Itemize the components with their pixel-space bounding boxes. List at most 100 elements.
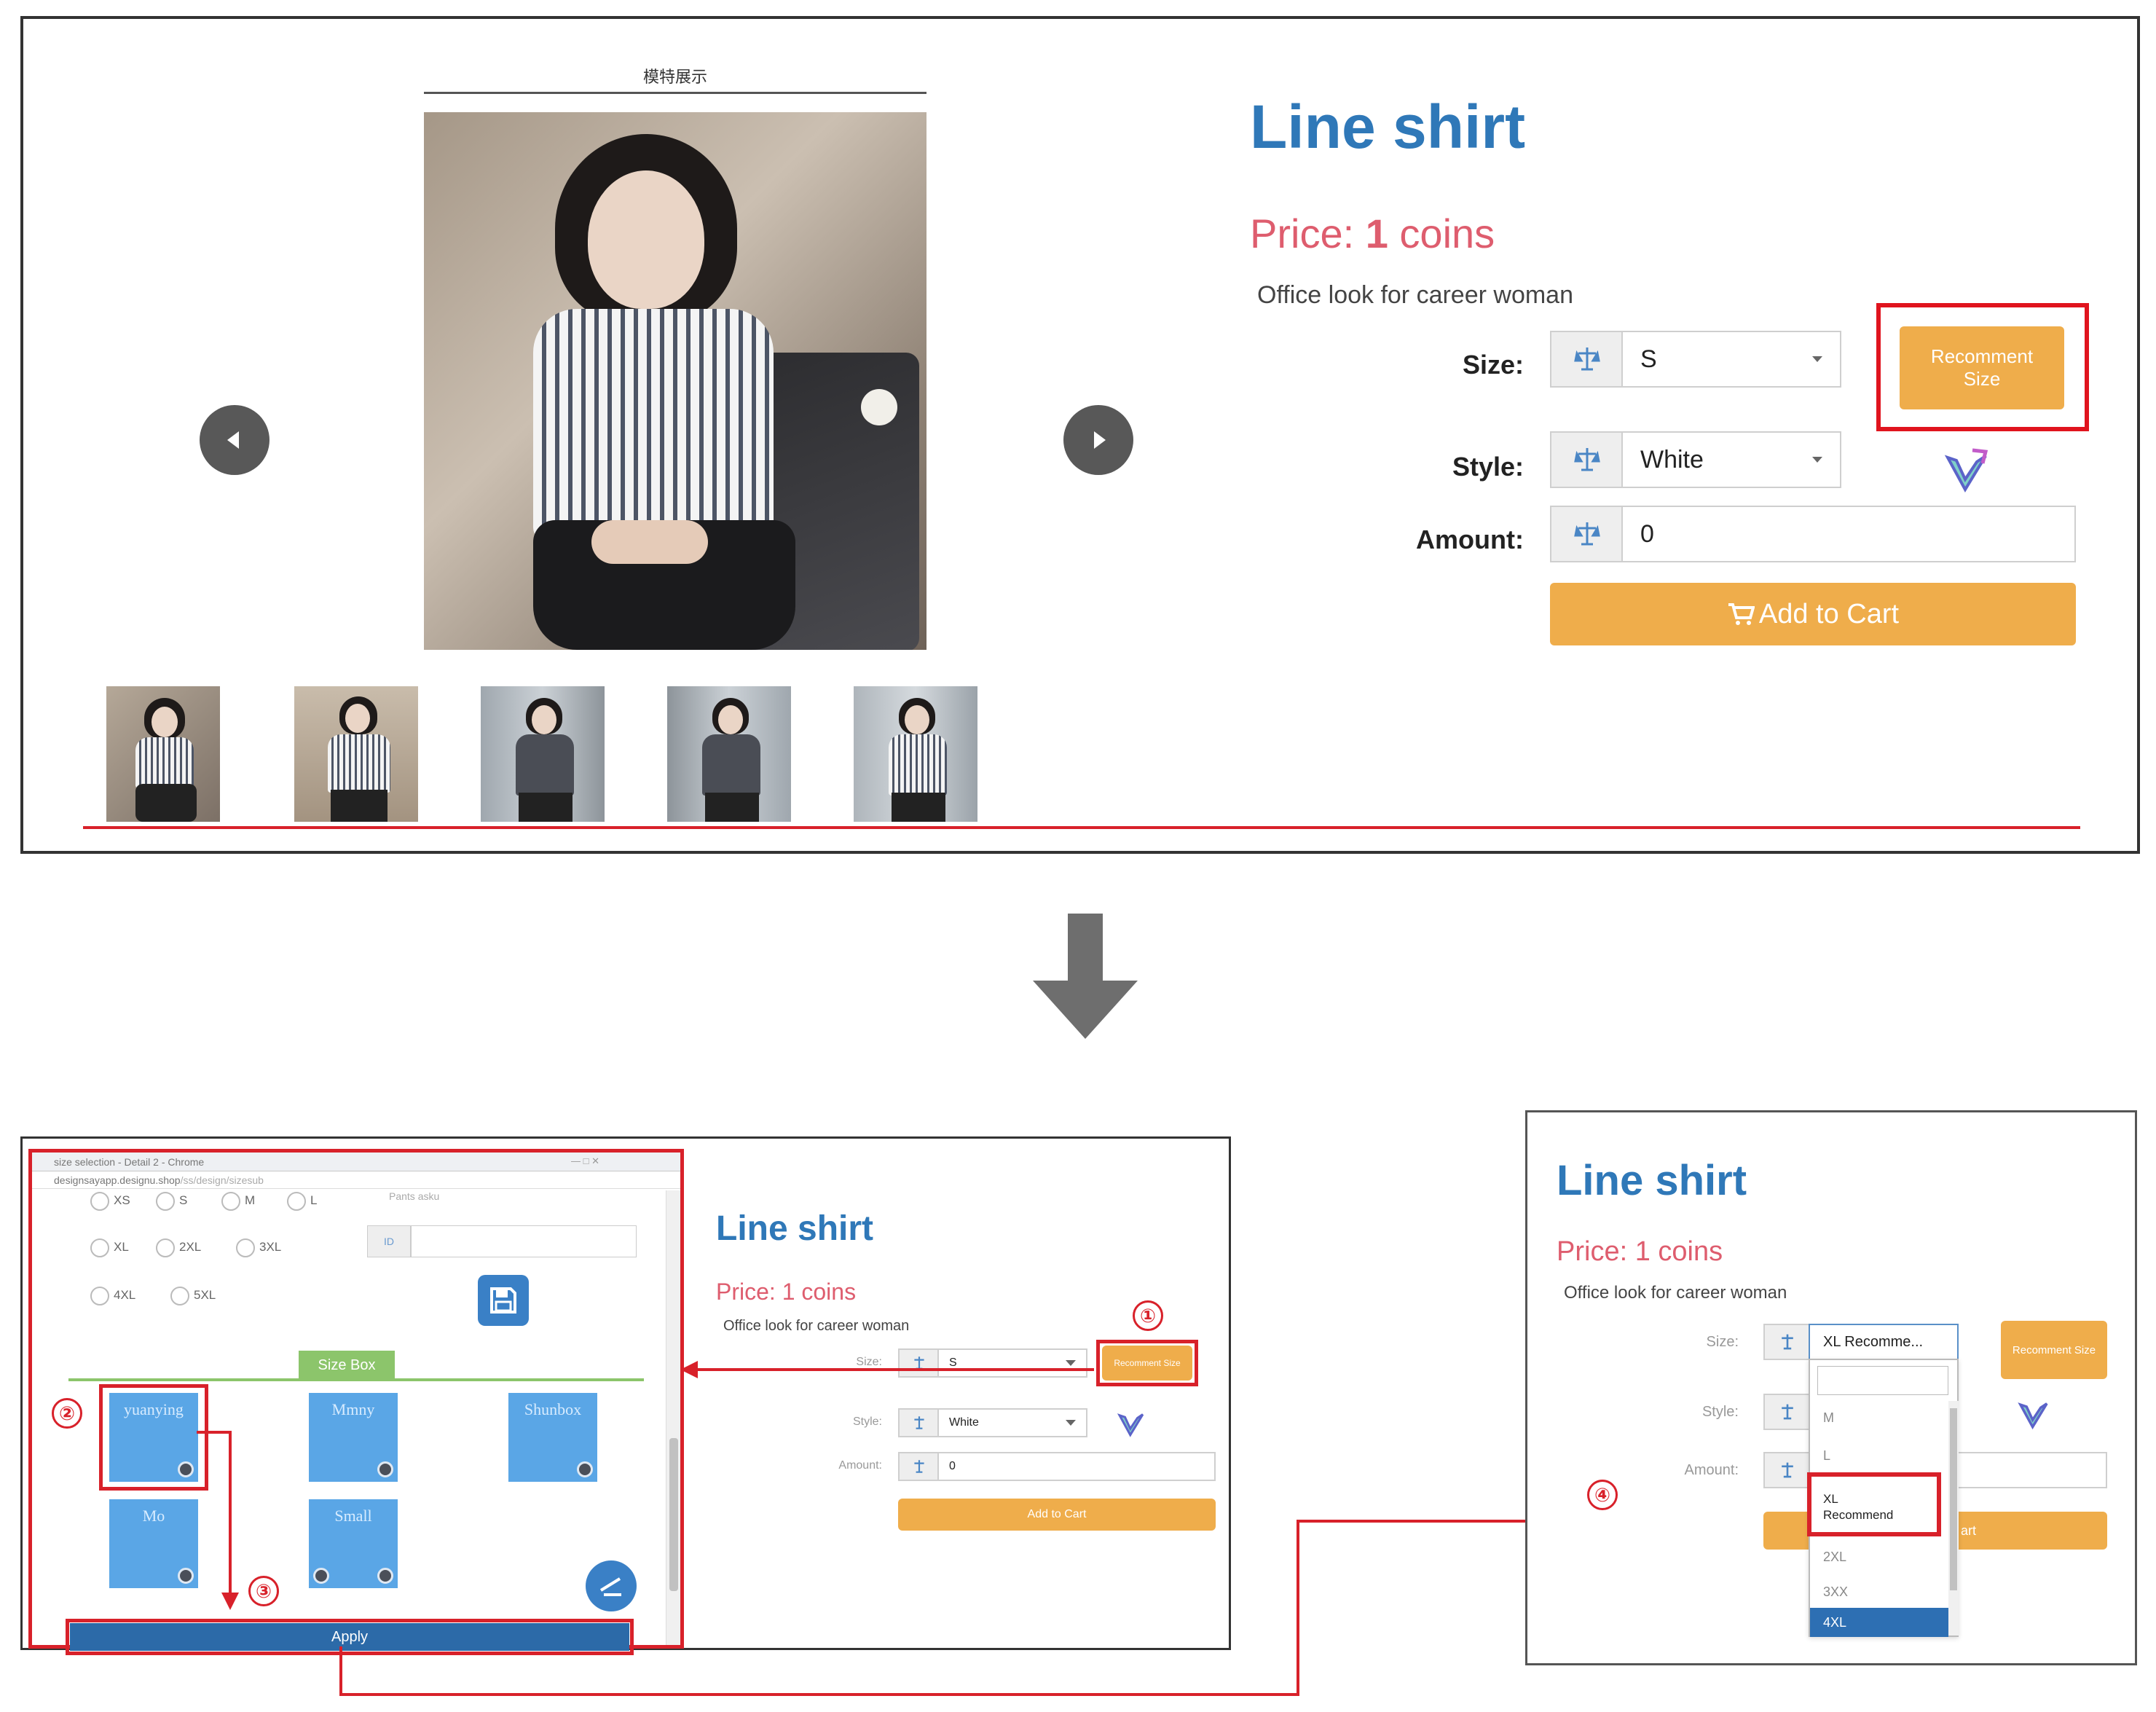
striped-shirt	[533, 309, 774, 542]
balance-icon	[1782, 1404, 1793, 1420]
chevron-left-icon	[227, 431, 239, 449]
pants-label: Pants asku	[389, 1190, 440, 1202]
style-select[interactable]: White	[1621, 431, 1841, 488]
mini-body-measure-icon[interactable]	[1115, 1408, 1147, 1440]
size-tile-5[interactable]: Small	[309, 1499, 398, 1588]
size-radios-row3: 4XL 5XL	[90, 1285, 382, 1307]
callout-4: ④	[1587, 1480, 1618, 1510]
tile-gear-icon[interactable]	[178, 1461, 194, 1477]
dropdown-option[interactable]: 3XX	[1823, 1584, 1849, 1599]
size-box-tag: Size Box	[299, 1351, 395, 1380]
result-product-title: Line shirt	[1557, 1157, 1747, 1204]
thumbnail-4[interactable]	[667, 686, 791, 822]
radio-label: S	[179, 1193, 188, 1207]
mini-size-label: Size:	[856, 1356, 882, 1368]
mini-add-to-cart-button[interactable]: Add to Cart	[898, 1499, 1216, 1531]
tile-label: Mo	[142, 1507, 165, 1525]
product-price: Price: 1 coins	[1250, 210, 1495, 257]
radio-xs[interactable]	[90, 1192, 109, 1211]
chevron-down-icon	[1066, 1420, 1076, 1426]
carousel-next-button[interactable]	[1063, 405, 1133, 475]
tile-label: yuanying	[124, 1400, 184, 1418]
option-label: XL Recommend	[1823, 1492, 1894, 1522]
size-tile-2[interactable]: Mmny	[309, 1393, 398, 1482]
thumbnail-2[interactable]	[294, 686, 418, 822]
amount-addon	[1550, 506, 1623, 562]
hands	[591, 520, 708, 564]
radio-m[interactable]	[221, 1192, 240, 1211]
result-product-price: Price: 1 coins	[1557, 1236, 1723, 1268]
mini-size-addon	[898, 1348, 939, 1378]
measure-float-button[interactable]	[586, 1560, 637, 1611]
tile-gear-icon[interactable]	[577, 1461, 593, 1477]
result-recommend-size-button[interactable]: Recomment Size	[2001, 1321, 2107, 1379]
body-measure-icon[interactable]	[1940, 446, 1993, 498]
window-titlebar: size selection - Detail 2 - Chrome	[32, 1153, 680, 1171]
result-body-measure-icon[interactable]	[2015, 1397, 2052, 1433]
size-addon	[1550, 331, 1623, 388]
amount-value: 0	[949, 1460, 956, 1472]
tile-gear-icon[interactable]	[178, 1568, 194, 1584]
scrollbar[interactable]	[666, 1190, 680, 1645]
size-tile-1[interactable]: yuanying	[109, 1393, 198, 1482]
cart-icon	[1728, 603, 1755, 625]
dropdown-option[interactable]: M	[1823, 1410, 1834, 1425]
size-dropdown-list[interactable]: M L XL Recommend 2XL 3XX 4XL	[1809, 1359, 1959, 1637]
size-value: XL Recomme...	[1823, 1333, 1924, 1350]
thumbnail-1[interactable]	[106, 686, 220, 822]
tile-gear-icon[interactable]	[377, 1568, 393, 1584]
dropdown-scroll-thumb[interactable]	[1950, 1408, 1957, 1590]
radio-label: 2XL	[179, 1240, 202, 1254]
save-button[interactable]	[478, 1275, 529, 1326]
add-to-cart-button[interactable]: Add to Cart	[1550, 583, 2076, 645]
radio-xl[interactable]	[90, 1238, 109, 1257]
size-value: S	[1640, 345, 1657, 373]
size-value: S	[949, 1356, 957, 1369]
mini-product-description: Office look for career woman	[723, 1318, 910, 1334]
add-to-cart-label: Add to Cart	[1758, 598, 1900, 629]
price-unit: coins	[1650, 1236, 1723, 1267]
radio-5xl[interactable]	[170, 1287, 189, 1305]
mini-style-select[interactable]: White	[937, 1408, 1087, 1437]
mini-amount-input[interactable]: 0	[937, 1452, 1216, 1481]
pants-input-addon: ID	[367, 1225, 411, 1257]
size-tile-4[interactable]: Mo	[109, 1499, 198, 1588]
dropdown-option-selected[interactable]: 4XL	[1810, 1608, 1948, 1637]
result-product-description: Office look for career woman	[1564, 1283, 1787, 1303]
amount-input[interactable]: 0	[1621, 506, 2076, 562]
size-select[interactable]: S	[1621, 331, 1841, 388]
dropdown-scrollbar[interactable]	[1948, 1401, 1959, 1636]
carousel-prev-button[interactable]	[200, 405, 270, 475]
tile-gear-icon[interactable]	[313, 1568, 329, 1584]
result-size-select[interactable]: XL Recomme...	[1809, 1324, 1959, 1360]
radio-2xl[interactable]	[156, 1238, 175, 1257]
radio-4xl[interactable]	[90, 1287, 109, 1305]
amount-value: 0	[1640, 519, 1654, 548]
radio-l[interactable]	[287, 1192, 306, 1211]
apply-button[interactable]: Apply	[70, 1623, 629, 1651]
result-size-addon	[1763, 1324, 1810, 1360]
dropdown-option-recommended[interactable]: XL Recommend	[1810, 1478, 1948, 1536]
scrollbar-thumb[interactable]	[669, 1438, 678, 1591]
dropdown-option[interactable]: L	[1823, 1448, 1831, 1463]
radio-label: 3XL	[259, 1240, 282, 1254]
result-amount-label: Amount:	[1684, 1462, 1739, 1478]
address-bar[interactable]: designsayapp.designu.shop/ss/design/size…	[32, 1171, 680, 1189]
radio-s[interactable]	[156, 1192, 175, 1211]
arrow-down-icon	[1033, 914, 1138, 1039]
recommend-size-button[interactable]: Recomment Size	[1900, 326, 2064, 409]
thumbnail-5[interactable]	[854, 686, 977, 822]
pants-input[interactable]	[411, 1225, 637, 1257]
mini-size-select[interactable]: S	[937, 1348, 1087, 1378]
result-amount-addon	[1763, 1452, 1810, 1488]
radio-3xl[interactable]	[236, 1238, 255, 1257]
size-tile-3[interactable]: Shunbox	[508, 1393, 597, 1482]
tile-gear-icon[interactable]	[377, 1461, 393, 1477]
thumbnail-3[interactable]	[481, 686, 605, 822]
mini-recommend-size-button[interactable]: Recomment Size	[1102, 1346, 1192, 1381]
radio-label: 4XL	[114, 1288, 136, 1302]
dropdown-search-input[interactable]	[1817, 1366, 1948, 1395]
window-controls[interactable]: — □ ✕	[571, 1155, 599, 1166]
radio-label: XS	[114, 1193, 130, 1207]
dropdown-option[interactable]: 2XL	[1823, 1549, 1847, 1564]
